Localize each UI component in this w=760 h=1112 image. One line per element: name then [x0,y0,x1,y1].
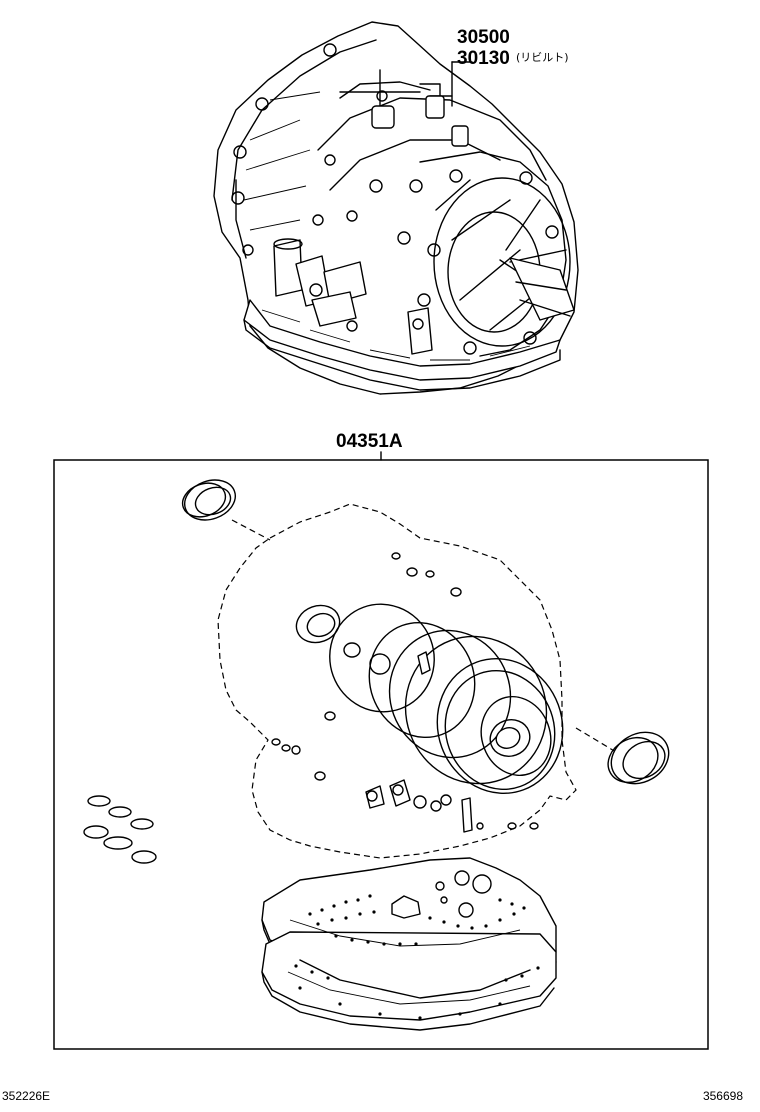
footer-code-right: 356698 [703,1089,743,1103]
part-number-04351A: 04351A [336,431,403,452]
gasket-kit-frame [53,459,709,1050]
footer-code-left: 352226E [2,1089,50,1103]
part-number-30500: 30500 [457,27,510,48]
small-fittings [365,779,473,833]
gasket-kit-illustration [83,479,670,1031]
rebuilt-note: (リビルト) [516,51,569,64]
oil-seal-left [181,479,236,521]
o-rings-group [83,795,157,864]
transaxle-assembly-illustration [213,21,579,395]
oil-seal-right [607,731,670,785]
part-number-30130: 30130 [457,48,510,69]
valve-body-gaskets [261,857,557,1031]
oil-seal-center [295,604,341,644]
seal-rings [329,603,564,795]
